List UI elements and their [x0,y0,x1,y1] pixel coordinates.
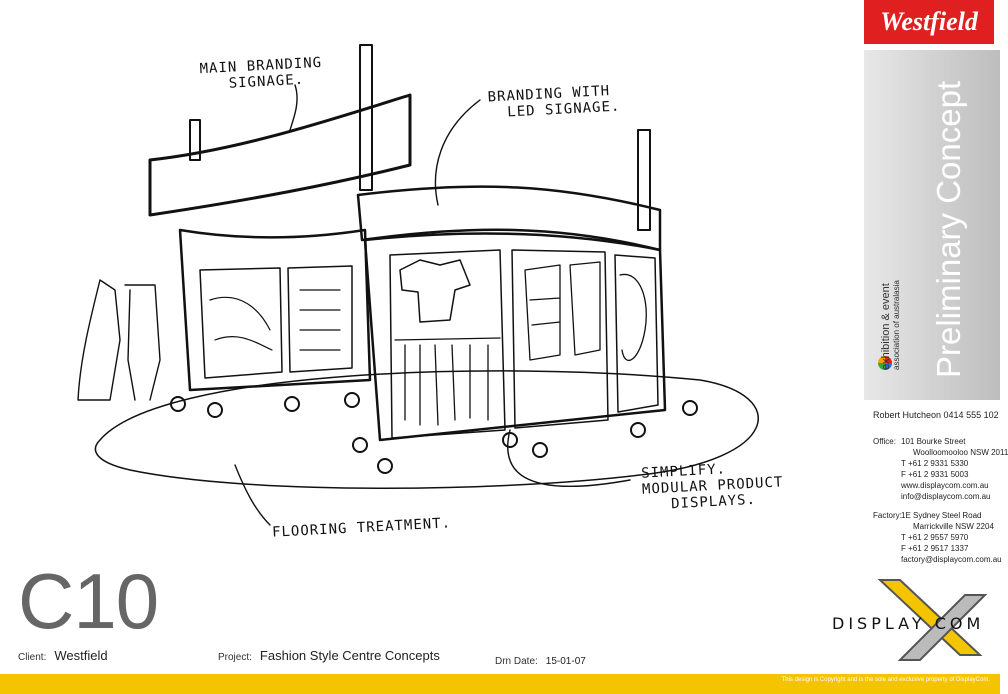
office-line: Woolloomooloo NSW 2011 [913,448,1008,457]
factory-line: factory@displaycom.com.au [901,555,1002,564]
main-branding-annotation: MAIN BRANDING SIGNAGE. [199,54,323,94]
office-label: Office: [873,437,896,446]
right-display-unit [363,232,667,442]
concept-title: Preliminary Concept [930,80,967,378]
footer-yellow-bar [0,674,1000,694]
title-band [864,50,1000,400]
main-branding-sign [148,93,412,217]
mannequin-left [77,279,121,401]
left-display-unit [178,228,372,392]
client-value: Westfield [54,648,108,663]
displaycom-wordmark: DISPLAY COM [832,614,985,633]
drn-date-value: 15-01-07 [545,656,586,667]
project-value: Fashion Style Centre Concepts [259,648,440,663]
led-branding-sign [356,185,662,252]
factory-label: Factory: [873,511,902,520]
contact-person: Robert Hutcheon 0414 555 102 [873,410,999,420]
office-line: info@displaycom.com.au [901,492,991,501]
factory-line: 1E Sydney Steel Road [901,511,982,520]
client-label: Client: [18,652,47,663]
association-line1: exhibition & event [880,283,892,370]
drn-date-label: Drn Date: [495,656,538,667]
office-line: T +61 2 9331 5330 [901,459,969,468]
drn-date-field: Drn Date: 15-01-07 [495,652,586,667]
copyright-notice: This design is Copyright and is the sole… [781,677,990,683]
factory-line: T +61 2 9557 5970 [901,533,969,542]
displaycom-logo-mark [877,579,988,661]
office-line: www.displaycom.com.au [901,481,989,490]
factory-line: F +61 2 9517 1337 [901,544,969,553]
office-line: F +61 2 9331 5003 [901,470,969,479]
project-label: Project: [218,652,252,663]
westfield-logo: Westfield [864,0,994,44]
association-line2: association of australasia [892,280,901,370]
client-field: Client: Westfield [18,648,108,663]
office-line: 101 Bourke Street [901,437,966,446]
project-field: Project: Fashion Style Centre Concepts [218,648,440,663]
factory-line: Marrickville NSW 2204 [913,522,994,531]
mannequin-right [124,284,161,401]
association-name: exhibition & event association of austra… [880,280,901,370]
flooring-outline [94,370,759,490]
sheet-code: C10 [18,557,159,645]
modular-displays-annotation: SIMPLIFY. MODULAR PRODUCT DISPLAYS. [640,461,784,514]
concept-sketch [77,44,759,526]
association-logo-icon [878,356,892,370]
